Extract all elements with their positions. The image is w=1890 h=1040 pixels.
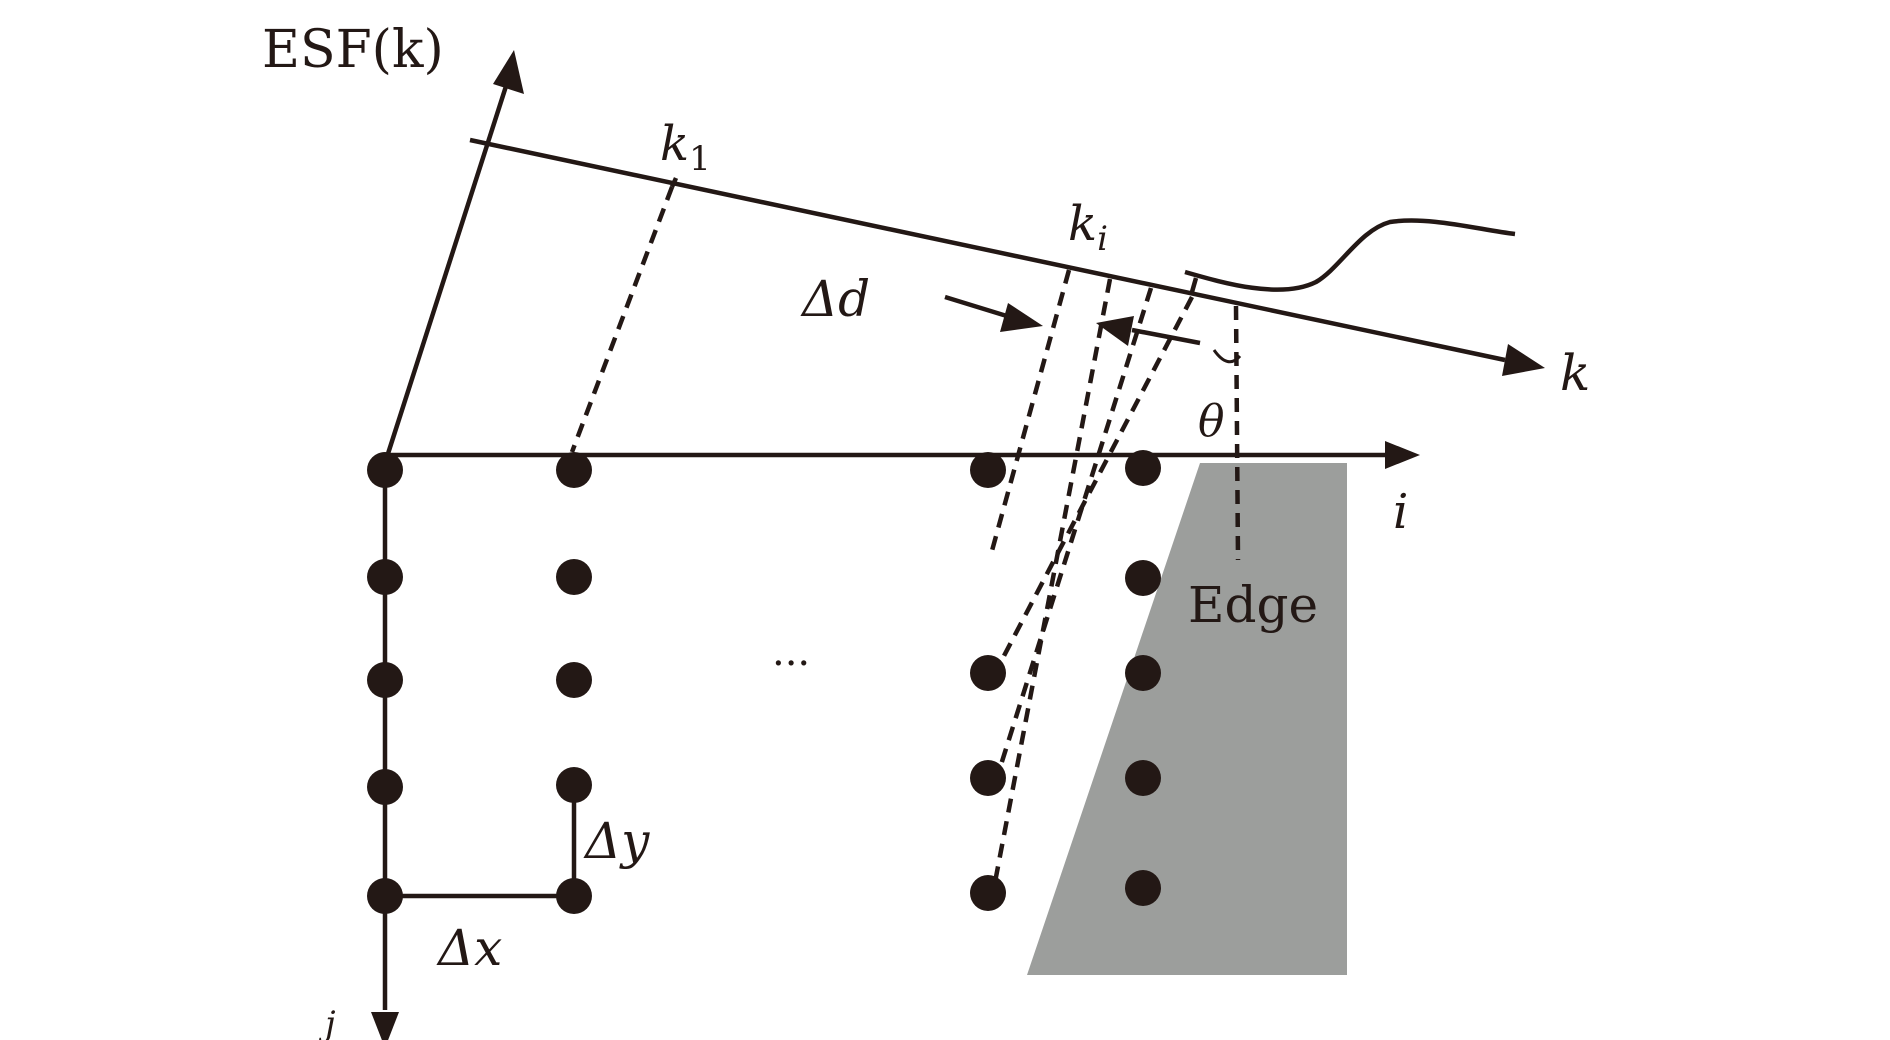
edge-region (1027, 463, 1347, 975)
sample-dot (1125, 870, 1161, 906)
sample-dot (1125, 760, 1161, 796)
sample-dot (367, 769, 403, 805)
sample-dot (970, 875, 1006, 911)
esf-curve (1184, 218, 1516, 292)
delta-d-arrowhead-in (1000, 303, 1043, 332)
k-axis-arrowhead (1502, 344, 1545, 376)
j-axis-label: j (318, 1004, 336, 1040)
ki-label: ki (1068, 196, 1108, 259)
sample-dot (556, 452, 592, 488)
projection-line-2 (989, 278, 1113, 899)
sample-dot (367, 662, 403, 698)
tick-edge (1189, 277, 1199, 293)
j-axis-arrowhead (371, 1012, 399, 1040)
sample-dot (970, 655, 1006, 691)
esf-axis (382, 79, 511, 464)
tick-k1 (669, 177, 679, 188)
esf-axis-arrowhead (493, 50, 524, 94)
ki-label-base: k (1068, 196, 1097, 252)
sample-grid (367, 450, 1161, 914)
projection-line-3 (991, 287, 1154, 788)
projection-line-4 (993, 295, 1194, 675)
ellipsis-label: ... (772, 629, 810, 675)
sample-dot (367, 452, 403, 488)
k-axis-label: k (1560, 344, 1590, 402)
k1-label-sub: 1 (689, 139, 711, 179)
k-axis (469, 137, 1506, 363)
edge-normal-line (1233, 305, 1241, 561)
sample-dot (556, 767, 592, 803)
k1-label: k1 (660, 116, 711, 179)
delta-d-label: Δd (800, 270, 870, 328)
delta-y-label: Δy (583, 812, 650, 870)
delta-d-arrow-in (944, 294, 1011, 320)
i-axis-arrowhead (1385, 441, 1420, 469)
sample-dot (1125, 560, 1161, 596)
sample-dot (1125, 450, 1161, 486)
esf-axis-label: ESF(k) (262, 20, 444, 80)
theta-arc (1212, 349, 1242, 364)
sample-dot (970, 452, 1006, 488)
sample-dot (556, 878, 592, 914)
ki-label-sub: i (1097, 219, 1108, 259)
sample-dot (556, 559, 592, 595)
theta-label: θ (1198, 396, 1225, 447)
delta-x-label: Δx (436, 919, 502, 977)
delta-d-arrowhead-out (1096, 316, 1134, 346)
sample-dot (367, 559, 403, 595)
sample-dot (1125, 655, 1161, 691)
sample-dot (970, 760, 1006, 796)
sample-dot (556, 662, 592, 698)
i-axis-label: i (1393, 484, 1408, 540)
delta-d-arrow-out (1131, 327, 1201, 346)
projection-k1 (569, 186, 675, 453)
sample-dot (367, 878, 403, 914)
edge-label: Edge (1188, 576, 1318, 634)
k1-label-base: k (660, 116, 689, 172)
projection-line-1 (987, 269, 1072, 559)
